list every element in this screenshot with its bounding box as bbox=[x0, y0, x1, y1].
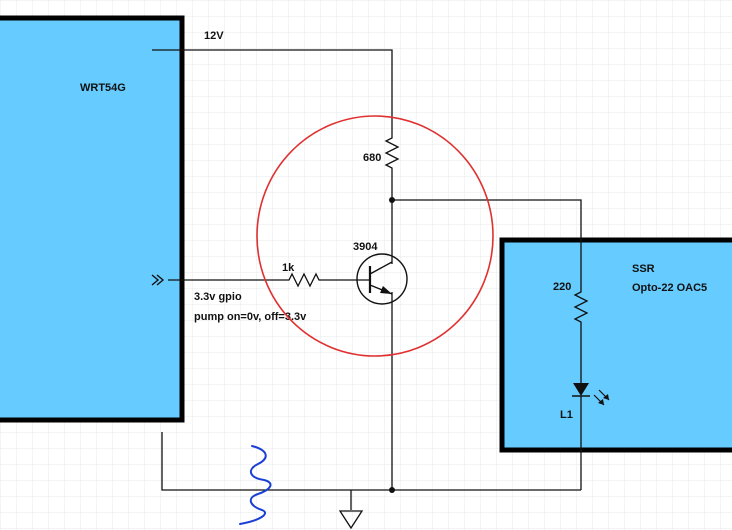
ssr-model-label: Opto-22 OAC5 bbox=[632, 282, 707, 294]
router-block[interactable] bbox=[0, 15, 185, 423]
resistor-220-label: 220 bbox=[553, 281, 571, 293]
transistor-label: 3904 bbox=[353, 241, 378, 253]
highlight-circle bbox=[256, 115, 494, 357]
scribble-annotation bbox=[239, 445, 272, 525]
resistor-680-icon[interactable] bbox=[384, 133, 400, 171]
transistor-icon[interactable] bbox=[356, 253, 408, 305]
resistor-680-label: 680 bbox=[363, 152, 381, 164]
ssr-label: SSR bbox=[632, 263, 655, 275]
led-icon[interactable] bbox=[572, 383, 610, 406]
junction-dot bbox=[389, 197, 395, 203]
ground-rail bbox=[161, 432, 581, 491]
supply-wire bbox=[152, 49, 393, 133]
resistor-220-icon[interactable] bbox=[573, 286, 589, 328]
gpio-arrow-icon bbox=[151, 274, 165, 286]
resistor-1k-label: 1k bbox=[282, 262, 295, 274]
gpio-label: 3.3v gpio bbox=[194, 291, 242, 303]
junction-dot bbox=[389, 487, 395, 493]
router-label: WRT54G bbox=[80, 82, 126, 94]
ground-icon bbox=[338, 510, 364, 530]
led-label: L1 bbox=[560, 409, 573, 421]
resistor-1k-icon[interactable] bbox=[284, 272, 322, 288]
pump-note-label: pump on=0v, off=3.3v bbox=[194, 311, 307, 323]
ssr-feed-wire bbox=[392, 199, 582, 286]
ssr-block[interactable] bbox=[499, 237, 732, 453]
supply-label: 12V bbox=[204, 30, 224, 42]
wires bbox=[152, 49, 582, 510]
